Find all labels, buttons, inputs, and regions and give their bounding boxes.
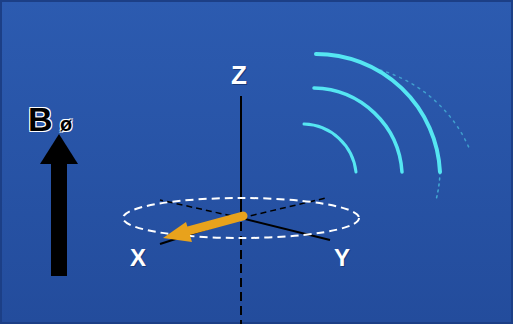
axis-label: Y: [334, 246, 350, 270]
precession-path: [123, 198, 359, 238]
axis-label: X: [130, 246, 146, 270]
field-arrow: [40, 134, 78, 276]
magnetization-vector: [163, 216, 243, 242]
field-symbol: B: [28, 102, 53, 136]
axes: [160, 96, 330, 324]
axis-label: Z: [231, 62, 247, 88]
rf-waves: [304, 54, 470, 200]
field-subscript: ø: [60, 114, 72, 134]
